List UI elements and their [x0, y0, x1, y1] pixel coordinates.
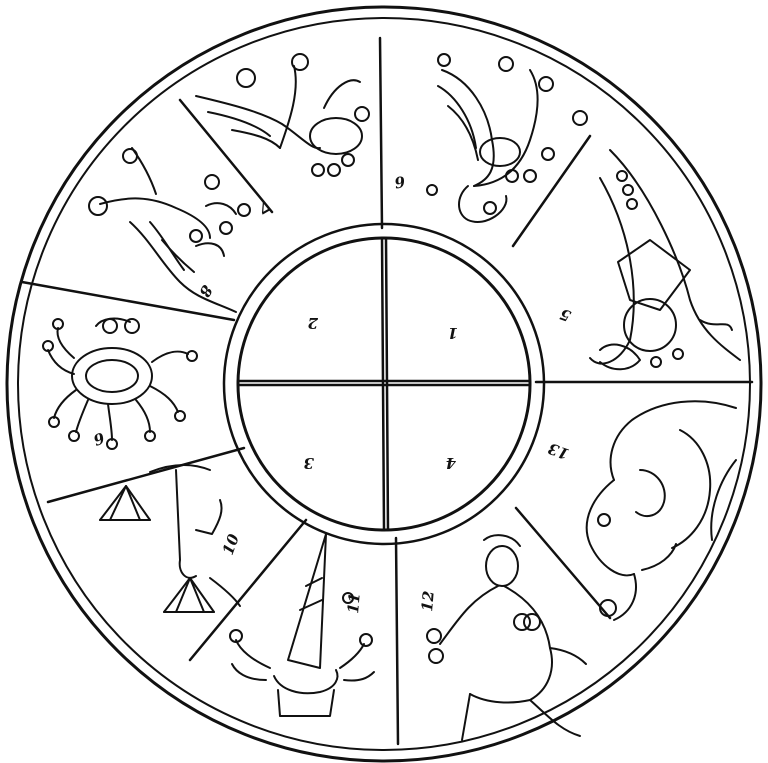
segment-label-7: 7: [254, 197, 273, 218]
segment-label-12: 12: [418, 590, 438, 612]
vase-icon: [230, 534, 374, 716]
quadrant-label-4: 4: [446, 454, 456, 472]
scales-icon: [100, 465, 240, 612]
quadrant-label-1: 1: [448, 324, 458, 342]
bird-icon: [196, 54, 369, 176]
quadrant-label-2: 2: [308, 314, 319, 332]
segment-label-6: 6: [392, 172, 406, 192]
segment-label-5: 5: [557, 305, 573, 325]
bird-icon: [427, 54, 587, 222]
human-figure-icon: [427, 535, 586, 740]
segment-label-8: 8: [195, 282, 216, 301]
scorpion-icon: [89, 148, 250, 312]
elephant-icon: [587, 401, 736, 620]
segment-label-10: 10: [219, 531, 243, 557]
crab-icon: [43, 319, 197, 449]
goat-icon: [590, 150, 740, 369]
segment-label-13: 13: [546, 439, 572, 463]
segment-label-9: 9: [91, 429, 107, 450]
quadrant-label-3: 3: [304, 454, 314, 472]
